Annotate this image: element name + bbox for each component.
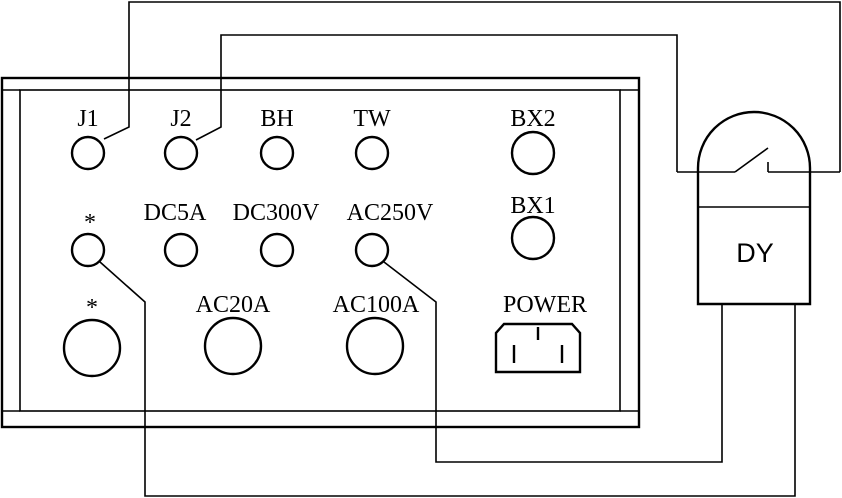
- instrument-panel: [0, 76, 641, 429]
- jack-dc5a: [163, 232, 199, 268]
- wires: [99, 1, 841, 497]
- wire-j1-to-switch: [103, 1, 841, 172]
- jack-bh: [259, 135, 295, 171]
- terminal-star-row3: [62, 318, 122, 378]
- switch-blade: [734, 147, 769, 173]
- power-inlet: [494, 322, 582, 374]
- device-body: [696, 110, 812, 306]
- label-power: POWER: [503, 292, 587, 318]
- wire-ac250v-to-dy: [383, 261, 723, 463]
- label-ac20a: AC20A: [196, 292, 271, 318]
- label-bx2: BX2: [510, 106, 555, 132]
- label-bx1: BX1: [510, 193, 555, 219]
- label-dc5a: DC5A: [144, 200, 207, 226]
- wire-star-to-dy: [99, 261, 796, 497]
- fuse-bx2: [510, 130, 556, 176]
- jack-tw: [354, 135, 390, 171]
- label-ac100a: AC100A: [333, 292, 420, 318]
- jack-star-row2: [70, 232, 106, 268]
- wire-j2-to-switch: [195, 34, 678, 172]
- marker-star-row2: *: [84, 210, 96, 236]
- terminal-ac100a: [345, 316, 405, 376]
- panel-outer-frame: [0, 76, 641, 429]
- device-label: DY: [736, 238, 774, 268]
- device-dy: DY: [677, 110, 840, 306]
- marker-star-row3: *: [86, 295, 98, 321]
- jack-ac250v: [354, 232, 390, 268]
- jack-j1: [70, 135, 106, 171]
- fuse-bx1: [510, 215, 556, 261]
- label-j2: J2: [170, 106, 191, 132]
- label-ac250v: AC250V: [347, 200, 434, 226]
- jack-dc300v: [259, 232, 295, 268]
- label-j1: J1: [77, 106, 98, 132]
- terminal-ac20a: [203, 316, 263, 376]
- panel-inner-frame: [19, 89, 621, 412]
- label-bh: BH: [260, 106, 293, 132]
- jack-j2: [163, 135, 199, 171]
- label-tw: TW: [353, 106, 391, 132]
- label-dc300v: DC300V: [233, 200, 320, 226]
